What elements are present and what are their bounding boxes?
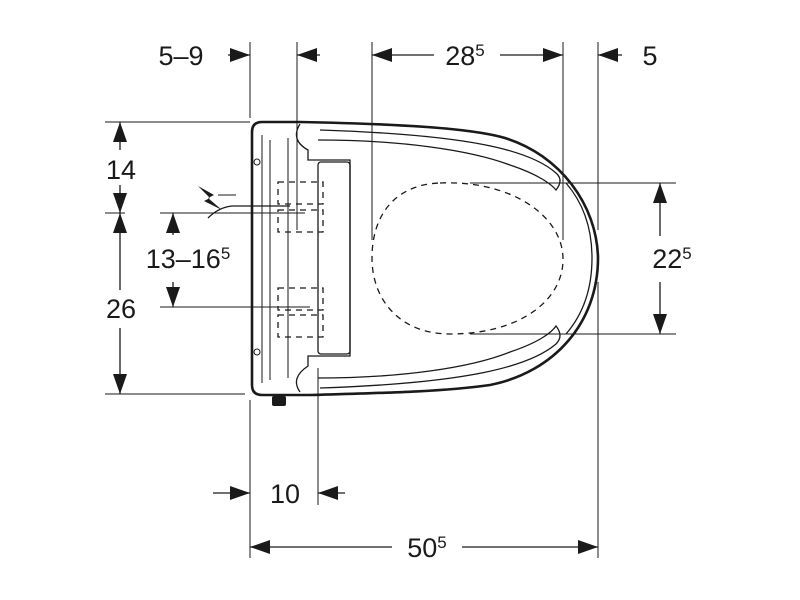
- dim-label-14: 14: [106, 155, 136, 185]
- dim-label-22-5: 225: [652, 244, 692, 274]
- dim-label-10: 10: [270, 479, 300, 509]
- dim-label-13-16-5: 13–165: [146, 244, 231, 274]
- dim-label-5: 5: [642, 41, 657, 71]
- dim-label-5-9: 5–9: [158, 41, 203, 71]
- toilet-seat: [250, 120, 600, 406]
- dimension-lines: [113, 48, 667, 554]
- extension-lines: [105, 42, 676, 558]
- dim-label-28-5: 285: [445, 41, 485, 71]
- dim-label-50-5: 505: [407, 533, 447, 563]
- dim-label-26: 26: [106, 294, 136, 324]
- electrical-connection-icon: [198, 186, 290, 219]
